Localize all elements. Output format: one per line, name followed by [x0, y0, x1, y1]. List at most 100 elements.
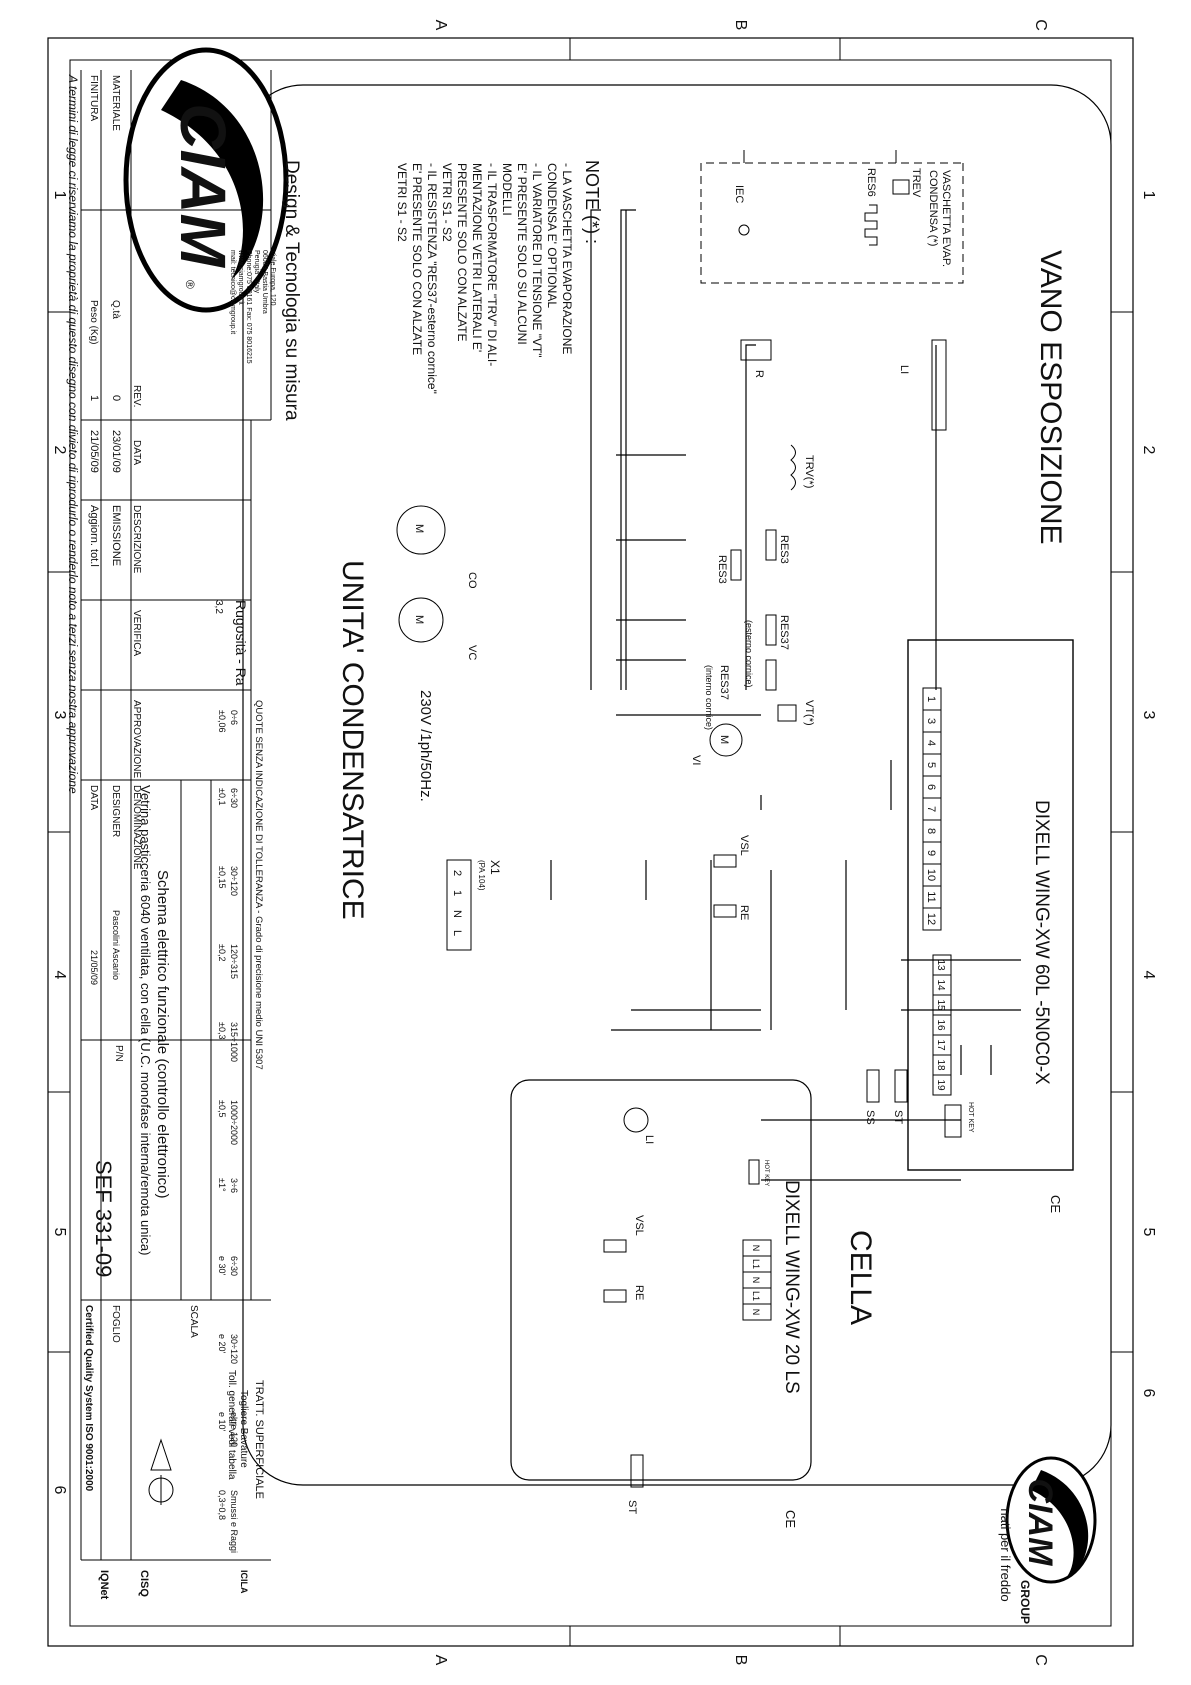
- x1-terminal-label: N: [451, 910, 463, 918]
- zone-label-c-left: C: [1032, 19, 1049, 31]
- res6-symbol: [864, 204, 878, 246]
- terminal-label: 17: [935, 1039, 946, 1051]
- vaschetta-box: [700, 162, 964, 284]
- x1-terminal-label: L: [451, 930, 463, 936]
- certified-text: Certified Quality System ISO 9001:2000: [83, 1305, 94, 1492]
- tratt-line-1: Togliere Bavature: [238, 1390, 249, 1468]
- notes-list: - LA VASCHETTA EVAPORAZIONE CONDENSA E' …: [395, 163, 574, 394]
- res37-int: [765, 659, 777, 691]
- re-label-cella: RE: [633, 1285, 645, 1300]
- li-cella-lamp: [623, 1107, 649, 1133]
- tolerance-range: 6÷30: [229, 1256, 239, 1276]
- r-label: R: [753, 370, 765, 378]
- li-label-top: LI: [898, 365, 910, 374]
- section-title-cella: CELLA: [844, 1230, 877, 1325]
- corner-logo-group: GROUP: [1018, 1580, 1032, 1624]
- address-line: 06083 Bastia Umbra: [261, 250, 268, 314]
- res3-label-a: RES3: [778, 535, 790, 564]
- vc-label: VC: [466, 645, 478, 660]
- tolerance-value: ±1°: [217, 1178, 227, 1192]
- zone-label-4-bottom: 4: [51, 971, 68, 980]
- section-title-vano: VANO ESPOSIZIONE: [1034, 250, 1067, 545]
- controller-main-box: [907, 639, 1074, 1171]
- tolerance-title: QUOTE SENZA INDICAZIONE DI TOLLERANZA - …: [253, 700, 264, 1070]
- hot-key-port-main: [944, 1104, 962, 1138]
- vc-fan-motor: [398, 597, 444, 643]
- logo-slogan: nati per il freddo: [998, 1508, 1013, 1601]
- terminal-label: 5: [925, 762, 937, 768]
- foglio-header: FOGLIO: [110, 1305, 121, 1343]
- denominazione-header: DENOMINAZIONE: [131, 785, 142, 870]
- tolerance-value: ±0,3: [217, 1022, 227, 1039]
- terminal-label: 10: [925, 869, 937, 881]
- rev1-number: 1: [88, 395, 100, 401]
- tolerance-value: e 30': [217, 1256, 227, 1276]
- terminal-19: [932, 1074, 952, 1096]
- address-line: Viale Europa, 120: [269, 250, 276, 306]
- hot-key-cella-label: HOT KEY: [763, 1160, 769, 1186]
- tolerance-range: 6÷30: [229, 788, 239, 808]
- vsl-label: VSL: [738, 835, 750, 856]
- note-line: - IL RESISTENZA "RES37-esterno cornice": [425, 163, 439, 394]
- re-coil: [713, 904, 737, 918]
- rugosita-value: 3,2: [213, 600, 224, 614]
- co-motor-m: M: [413, 524, 425, 533]
- title-block: [80, 70, 272, 1561]
- zone-label-3-bottom: 3: [51, 711, 68, 720]
- res37-label-ext: RES37: [778, 615, 790, 650]
- note-line: PRESENTE SOLO CON ALZATE: [455, 163, 469, 342]
- res3-label-b: RES3: [716, 555, 728, 584]
- zone-label-2-bottom: 2: [51, 446, 68, 455]
- zone-label-b-right: B: [732, 1655, 749, 1666]
- terminal-label: 14: [935, 979, 946, 991]
- terminal-12: [922, 907, 942, 931]
- note-line: - LA VASCHETTA EVAPORAZIONE: [560, 163, 574, 354]
- controller-main-label: DIXELL WING-XW 60L -5N0C0-X: [1031, 800, 1052, 1085]
- ss-label: SS: [864, 1110, 876, 1125]
- finitura-label: FINITURA: [88, 75, 99, 121]
- note-line: - IL VARIATORE DI TENSIONE "VT": [530, 163, 544, 358]
- zone-label-1-top: 1: [1140, 191, 1157, 200]
- wires: [550, 209, 1021, 1181]
- tolerance-ranges: 0÷66÷3030÷120120÷315315÷10001000÷20003÷6…: [229, 710, 239, 1553]
- note-line: - IL TRASFORMATORE "TRV" DI ALI-: [485, 163, 499, 366]
- rev-header: REV.: [131, 385, 142, 407]
- x1-sublabel: (PA 104): [477, 860, 486, 891]
- terminal-label: 18: [935, 1059, 946, 1071]
- note-line: E' PRESENTE SOLO SU ALCUNI: [515, 163, 529, 345]
- tolerance-range: Smussi e Raggi: [229, 1490, 239, 1553]
- zone-label-a-right: A: [432, 1655, 449, 1666]
- res37-label-int: RES37: [718, 665, 730, 700]
- rev0-number: 0: [110, 395, 122, 401]
- tolerance-value: e 20': [217, 1334, 227, 1354]
- data2-header: DATA: [88, 785, 99, 811]
- notes-title: NOTE (*) :: [582, 160, 602, 244]
- terminal-label: 19: [935, 1079, 946, 1091]
- company-tagline: Design & Tecnologia su misura: [281, 160, 302, 421]
- terminal-label: 13: [935, 959, 946, 971]
- controller-main-ce: CE: [1048, 1195, 1063, 1213]
- terminal-label: 8: [925, 828, 937, 834]
- re-label: RE: [738, 905, 750, 920]
- r-relay-box: [740, 339, 772, 361]
- cella-terminal-label: N: [751, 1277, 761, 1284]
- qta-label: Q.tà: [110, 300, 121, 319]
- tolerance-range: 0÷6: [229, 710, 239, 725]
- section-title-unita: UNITA' CONDENSATRICE: [336, 560, 369, 920]
- tolerance-range: 30÷120: [229, 866, 239, 896]
- tolerance-value: e 10': [217, 1412, 227, 1432]
- vi-fan-motor: [709, 723, 743, 757]
- trev-label: TREV: [910, 168, 922, 198]
- tolerance-range: 1000÷2000: [229, 1100, 239, 1145]
- address-line: www.ciamgroup.it: [237, 249, 244, 305]
- address-line: mail: tecnico@ciamgroup.it: [229, 250, 236, 334]
- ciam-logo-main: CIAM ®: [123, 47, 289, 313]
- rev1-date: 21/05/09: [88, 430, 100, 473]
- terminal-label: 12: [925, 913, 937, 925]
- st-label-cella: ST: [626, 1500, 638, 1514]
- legal-disclaimer: A termini di legge ci riserviamo la prop…: [66, 74, 80, 794]
- terminal-label: 4: [925, 740, 937, 746]
